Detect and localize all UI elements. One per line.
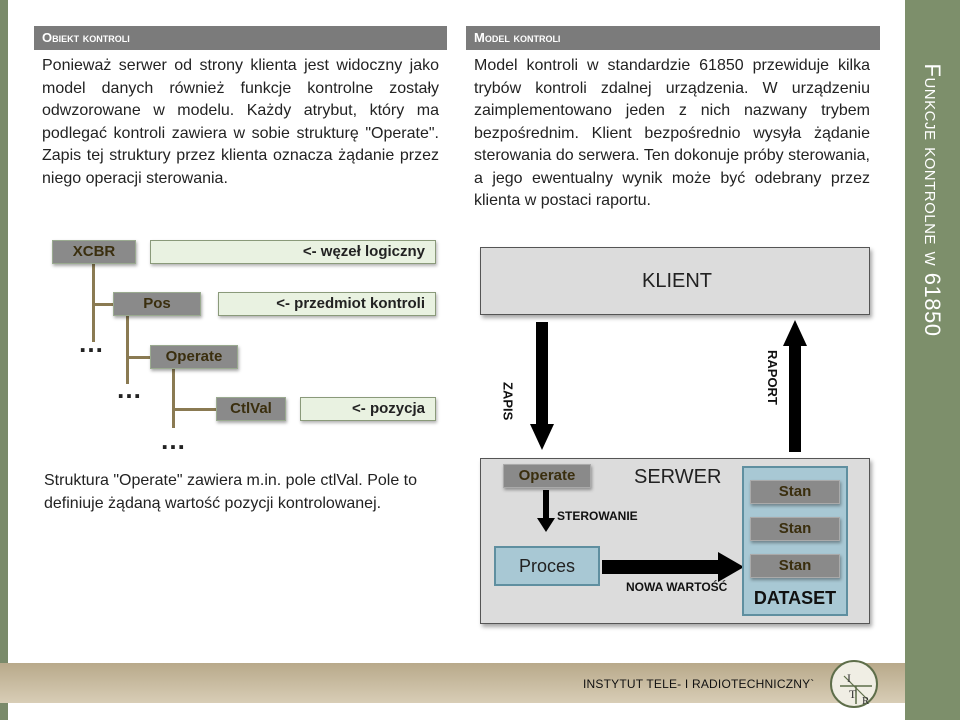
footer-band (0, 663, 905, 703)
raport-arrowhead (783, 320, 807, 346)
zapis-label: ZAPIS (500, 382, 516, 421)
nowa-wartosc-arrow (602, 560, 720, 574)
zapis-arrowhead (530, 424, 554, 450)
logo-letter-r: R (862, 695, 870, 707)
ellipsis: … (116, 374, 143, 404)
section-header-model-kontroli: Model kontroli (466, 26, 880, 50)
sterowanie-label: STEROWANIE (557, 509, 638, 523)
label-przedmiot-kontroli: <- przedmiot kontroli (218, 292, 436, 316)
server-label: SERWER (634, 466, 722, 488)
tree-node-operate: Operate (150, 345, 238, 369)
client-label: KLIENT (642, 270, 713, 292)
dataset-label: DATASET (753, 588, 837, 608)
left-paragraph: Ponieważ serwer od strony klienta jest w… (42, 57, 439, 187)
institute-name: INSTYTUT TELE- I RADIOTECHNICZNY` (583, 677, 815, 691)
tree-connector (126, 314, 129, 384)
sterowanie-arrowhead (537, 518, 555, 532)
sterowanie-arrow (543, 490, 549, 520)
server-operate-node: Operate (503, 464, 591, 488)
logo-letter-t: T (849, 687, 857, 701)
tree-connector (126, 356, 150, 359)
label-wezel-logiczny: <- węzeł logiczny (150, 240, 436, 264)
tree-node-ctlval: CtlVal (216, 397, 286, 421)
label-pozycja: <- pozycja (300, 397, 436, 421)
tree-connector (172, 408, 218, 411)
side-title-panel (905, 0, 960, 720)
proces-box: Proces (494, 546, 600, 586)
itr-logo: I T R (830, 660, 878, 708)
stan-item: Stan (750, 480, 840, 504)
stan-item: Stan (750, 517, 840, 541)
tree-node-pos: Pos (113, 292, 201, 316)
raport-label: RAPORT (765, 350, 780, 405)
right-paragraph: Model kontroli w standardzie 61850 przew… (474, 57, 870, 209)
tree-connector (92, 262, 95, 342)
tree-connector (172, 368, 175, 428)
side-title: Funkcje kontrolne w 61850 (920, 63, 945, 337)
bottom-paragraph: Struktura "Operate" zawiera m.in. pole c… (44, 472, 418, 512)
ellipsis: … (160, 425, 187, 455)
stan-item: Stan (750, 554, 840, 578)
section-header-obiekt-kontroli: Obiekt kontroli (34, 26, 447, 50)
ellipsis: … (78, 328, 105, 358)
client-box (480, 247, 870, 315)
tree-node-xcbr: XCBR (52, 240, 136, 264)
left-accent-strip (0, 0, 8, 720)
nowa-wartosc-label: NOWA WARTOŚĆ (626, 580, 728, 594)
zapis-arrow (536, 322, 548, 426)
tree-connector (92, 303, 116, 306)
nowa-wartosc-arrowhead (718, 552, 744, 582)
raport-arrow (789, 344, 801, 452)
logo-letter-i: I (847, 671, 851, 685)
